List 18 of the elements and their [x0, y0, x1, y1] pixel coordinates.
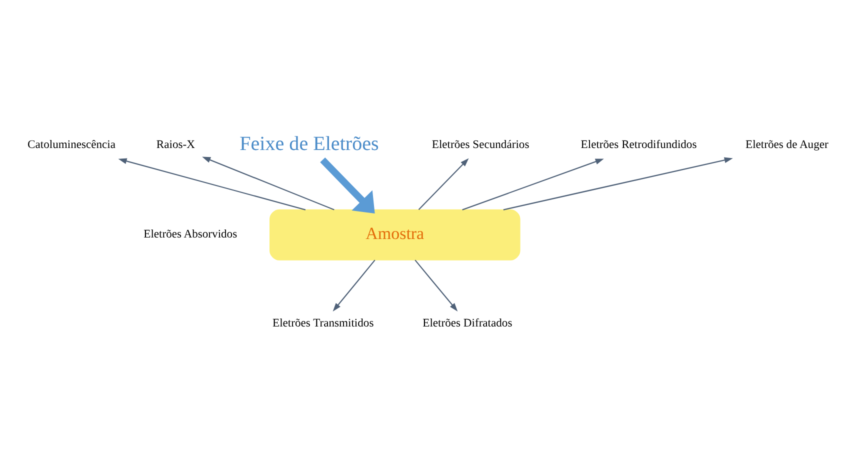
node-text: Eletrões Retrodifundidos: [580, 138, 697, 151]
node-text: Eletrões Transmitidos: [272, 316, 374, 330]
arrow: [118, 158, 306, 210]
node-text: Feixe de Eletrões: [240, 132, 379, 155]
arrow: [503, 156, 733, 210]
node-text: Eletrões Difratados: [422, 316, 512, 330]
arrow: [462, 158, 604, 210]
arrow: [414, 259, 458, 311]
label: Eletrões Absorvidos: [144, 227, 238, 240]
arrow: [202, 156, 334, 210]
node-text: Raios-X: [156, 138, 195, 151]
arrow: [418, 158, 469, 210]
arrow: [320, 156, 375, 214]
node-text: Eletrões de Auger: [746, 138, 828, 151]
node-text: Eletrões Secundários: [432, 138, 530, 151]
node-text: Catoluminescência: [28, 138, 116, 151]
arrow: [332, 259, 376, 311]
node-box: Amostra: [269, 208, 520, 260]
